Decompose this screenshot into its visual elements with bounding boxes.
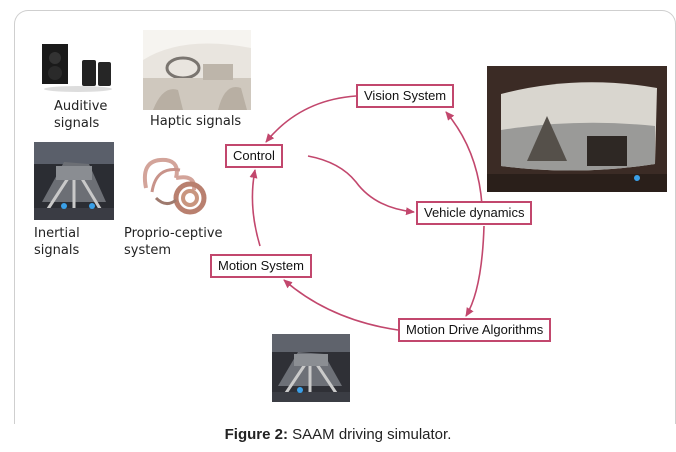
figure-caption-text: SAAM driving simulator.	[287, 426, 452, 443]
car-interior-image	[143, 30, 251, 110]
vision-screen-image	[487, 66, 667, 192]
figure-caption-prefix: Figure 2:	[224, 426, 288, 443]
haptic-signals-label: Haptic signals	[150, 114, 242, 129]
proprioceptive-system-label: Proprio-ceptive system	[124, 226, 223, 258]
inertial-signals-label: Inertial signals	[34, 226, 80, 258]
motion-platform-image	[272, 334, 350, 402]
arrow-control-to-vehicle	[307, 155, 415, 216]
arrow-drive-to-motion	[283, 279, 399, 331]
control-box: Control	[225, 144, 283, 168]
motion-system-box: Motion System	[210, 254, 312, 278]
inertial-platform-image	[34, 142, 114, 220]
vehicle-dynamics-box: Vehicle dynamics	[416, 201, 533, 225]
speakers-image	[38, 42, 116, 94]
inner-ear-image	[136, 148, 218, 220]
arrow-vehicle-to-drive	[465, 225, 485, 317]
arrow-motion-to-control	[249, 169, 261, 247]
figure-caption: Figure 2: SAAM driving simulator.	[0, 426, 676, 443]
arrow-vision-to-control	[265, 95, 357, 143]
arrow-vehicle-to-vision	[445, 111, 483, 206]
vision-system-box: Vision System	[356, 84, 455, 108]
motion-drive-algorithms-box: Motion Drive Algorithms	[398, 318, 552, 342]
auditive-signals-label: Auditive signals	[54, 99, 108, 131]
